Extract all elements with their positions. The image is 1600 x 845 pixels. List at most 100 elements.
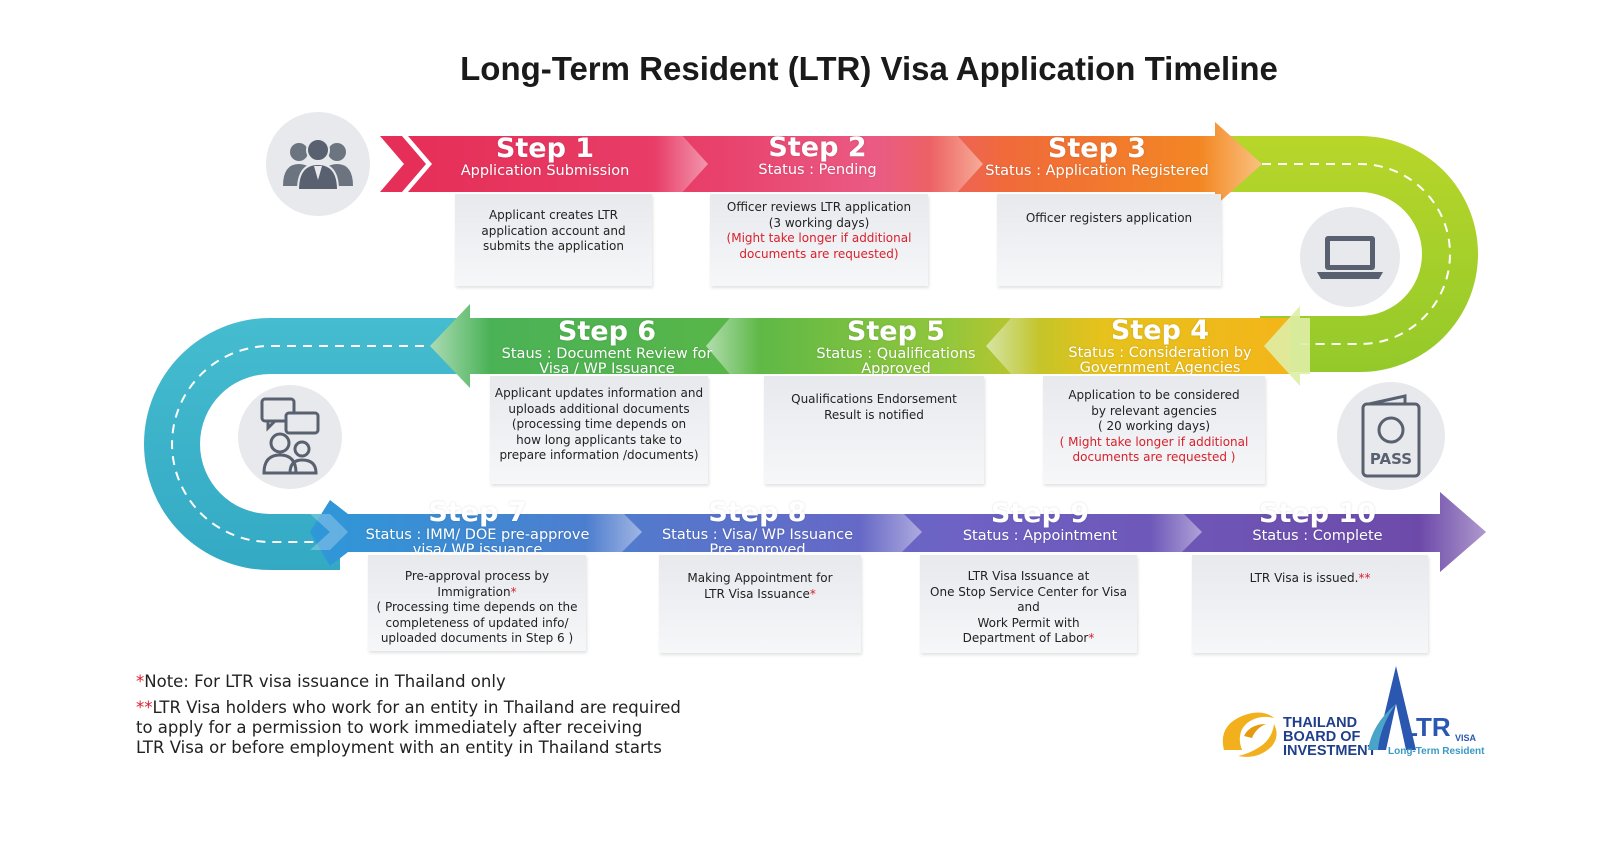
ltr-logo-mark xyxy=(1368,666,1416,750)
note-asterisk: ** xyxy=(136,698,153,717)
step-9-desc-line: Department of Labor* xyxy=(962,631,1095,645)
step-6-desc-line: uploads additional documents xyxy=(508,401,690,416)
step-9-status: Status : Appointment xyxy=(962,528,1118,544)
step-3-status: Status : Application Registered xyxy=(985,163,1209,179)
step-9-label: Step 9 xyxy=(990,498,1090,529)
step-6-desc-line: prepare information /documents) xyxy=(499,448,699,462)
passport-icon: PASS xyxy=(1361,394,1421,478)
step-7-header: Step 7 Status : IMM/ DOE pre-approve vis… xyxy=(355,498,600,558)
asterisk-mark: * xyxy=(1088,631,1095,645)
group-of-people-icon xyxy=(283,138,353,191)
laptop-icon xyxy=(1317,236,1383,279)
step-8-status-line2: Pre approved xyxy=(709,542,806,558)
step-5-status-line2: Approved xyxy=(861,361,931,377)
step-2-status: Status : Pending xyxy=(758,162,877,178)
step-9-desc-line: Work Permit with xyxy=(977,615,1080,630)
step-6-status-line1: Staus : Document Review for xyxy=(501,346,713,362)
step-10-header: Step 10 Status : Complete xyxy=(1205,499,1430,544)
step-5-label: Step 5 xyxy=(846,316,946,347)
step-2-desc-line: documents are requested) xyxy=(739,246,899,261)
step-9-desc-line: LTR Visa Issuance at xyxy=(967,569,1090,583)
note-1: *Note: For LTR visa issuance in Thailand… xyxy=(136,672,506,692)
step-7-status-line1: Status : IMM/ DOE pre-approve xyxy=(365,527,590,543)
note-2-line: **LTR Visa holders who work for an entit… xyxy=(136,698,681,717)
step-4-desc-line: documents are requested ) xyxy=(1072,450,1236,464)
step-9-header: Step 9 Status : Appointment xyxy=(930,499,1150,544)
step-7-desc-line: completeness of updated info/ xyxy=(385,615,569,630)
step-1-desc-line: submits the application xyxy=(483,239,624,253)
asterisk-mark: * xyxy=(510,584,517,599)
step-7-label: Step 7 xyxy=(428,497,527,528)
ltr-logo-visa: VISA xyxy=(1455,733,1477,743)
ltr-logo-main: LTR xyxy=(1402,712,1451,742)
chat-people-icon xyxy=(260,397,320,475)
passport-icon-circle: PASS xyxy=(1337,382,1445,490)
ltr-logo-subtitle: Long-Term Resident xyxy=(1388,746,1485,757)
step-4-status-line1: Status : Consideration by xyxy=(1068,345,1252,361)
step-4-label: Step 4 xyxy=(1110,315,1210,346)
step-8-desc-line: LTR Visa Issuance* xyxy=(704,586,816,601)
note-2: **LTR Visa holders who work for an entit… xyxy=(136,698,681,758)
step-2-desc-line: Officer reviews LTR application xyxy=(726,200,912,214)
step-7-desc-line: uploaded documents in Step 6 ) xyxy=(380,631,574,645)
step-10-status: Status : Complete xyxy=(1252,528,1383,544)
step-1-status: Application Submission xyxy=(460,163,630,179)
chat-icon-circle xyxy=(238,385,342,489)
note-asterisk: * xyxy=(136,672,145,691)
boi-line-3: INVESTMENT xyxy=(1283,743,1377,759)
step-4-desc-line: by relevant agencies xyxy=(1091,403,1217,418)
laptop-icon-circle xyxy=(1300,207,1400,307)
step-7-status-line2: visa/ WP issuance xyxy=(412,542,543,558)
step-6-label: Step 6 xyxy=(557,316,657,347)
step-1-header: Step 1 Application Submission xyxy=(440,134,650,179)
step-5-header: Step 5 Status : Qualifications Approved xyxy=(776,317,1016,377)
step-7-desc-line: Pre-approval process by xyxy=(404,569,550,583)
boi-line-1: THAILAND xyxy=(1283,715,1358,731)
step-10-desc-line: LTR Visa is issued.** xyxy=(1249,571,1371,585)
note-2-line: LTR Visa or before employment with an en… xyxy=(136,738,662,757)
step-6-desc-line: (processing time depends on xyxy=(511,417,687,431)
boi-logo-mark xyxy=(1222,712,1277,757)
step-6-desc-line: Applicant updates information and xyxy=(494,386,704,400)
step-4-header: Step 4 Status : Consideration by Governm… xyxy=(1040,316,1280,376)
asterisk-mark: ** xyxy=(1358,571,1371,585)
people-icon-circle xyxy=(266,112,370,216)
page-title: Long-Term Resident (LTR) Visa Applicatio… xyxy=(460,50,1278,87)
step-9-desc-line: and xyxy=(1017,600,1040,614)
step-8-desc-line: Making Appointment for xyxy=(687,571,833,585)
step-7-desc-line: Immigration* xyxy=(437,584,517,599)
step-1-label: Step 1 xyxy=(495,133,595,164)
step-6-header: Step 6 Staus : Document Review for Visa … xyxy=(482,317,732,377)
step-4-desc-line: ( Might take longer if additional xyxy=(1059,434,1249,449)
step-5-desc-line: Qualifications Endorsement xyxy=(791,392,957,406)
asterisk-mark: * xyxy=(809,586,816,601)
passport-label: PASS xyxy=(1370,450,1412,468)
note-1-line: *Note: For LTR visa issuance in Thailand… xyxy=(136,672,506,691)
step-6-status-line2: Visa / WP Issuance xyxy=(539,361,675,377)
step-8-label: Step 8 xyxy=(708,497,807,528)
step-2-desc-line: (3 working days) xyxy=(768,215,870,230)
step-4-desc-line: ( 20 working days) xyxy=(1098,419,1210,433)
step-10-description: LTR Visa is issued.** xyxy=(1192,555,1428,653)
step-3-description: Officer registers application xyxy=(997,194,1221,286)
step-2-description: Officer reviews LTR application(3 workin… xyxy=(710,194,928,286)
step-3-label: Step 3 xyxy=(1047,133,1147,164)
step-9-desc-line: One Stop Service Center for Visa xyxy=(930,584,1127,599)
step-2-label: Step 2 xyxy=(768,132,867,163)
step-4-status-line2: Government Agencies xyxy=(1079,360,1241,376)
step-10-label: Step 10 xyxy=(1259,498,1376,529)
step-3-header: Step 3 Status : Application Registered xyxy=(972,134,1222,179)
step-8-status-line1: Status : Visa/ WP Issuance xyxy=(661,527,854,543)
step-4-desc-line: Application to be considered xyxy=(1068,388,1240,402)
step-5-desc-line: Result is notified xyxy=(824,407,924,422)
step-2-header: Step 2 Status : Pending xyxy=(700,133,935,178)
step-2-desc-line: (Might take longer if additional xyxy=(726,231,912,245)
note-2-line: to apply for a permission to work immedi… xyxy=(136,718,643,737)
step-8-header: Step 8 Status : Visa/ WP Issuance Pre ap… xyxy=(645,498,870,558)
